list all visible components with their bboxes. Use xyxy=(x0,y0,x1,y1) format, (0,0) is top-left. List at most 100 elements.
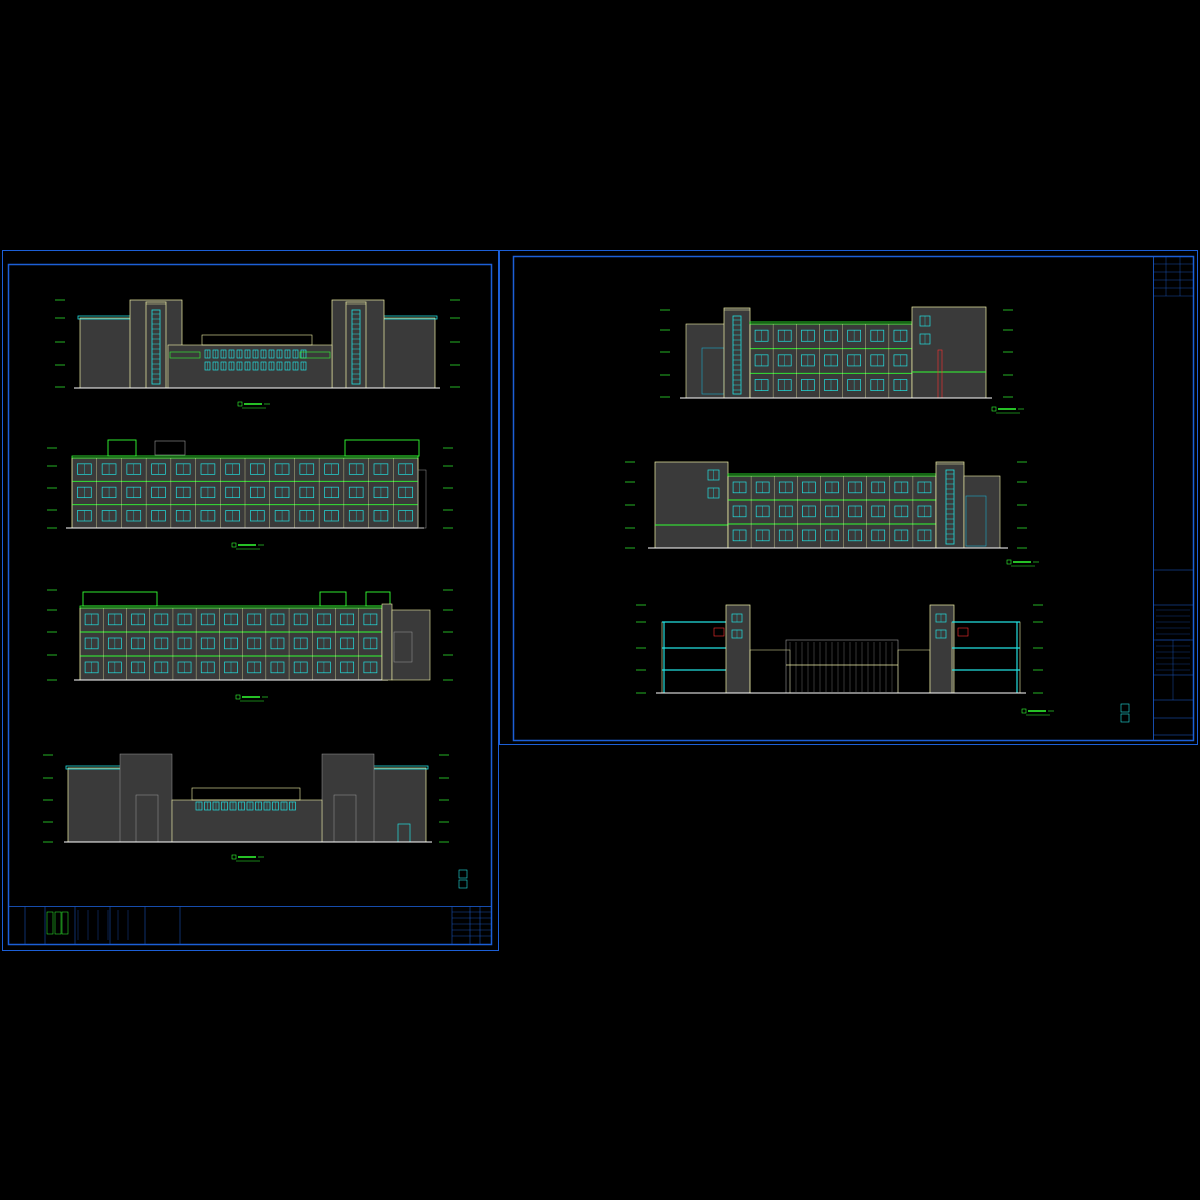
title-block-stamp xyxy=(61,911,69,935)
elevation-1-level-marks-left xyxy=(55,299,65,388)
end-block-window-1 xyxy=(707,469,720,481)
elevation-1-title xyxy=(237,401,270,409)
end-tower xyxy=(381,603,393,681)
red-beam xyxy=(957,627,969,637)
central-hall-windows xyxy=(195,801,296,811)
elevation-6 xyxy=(625,461,1039,567)
elevation-4-level-marks-left xyxy=(43,754,53,843)
left-wing xyxy=(685,323,727,399)
left-link-band xyxy=(169,351,201,359)
end-block xyxy=(654,461,729,549)
end-bay xyxy=(417,469,427,529)
right-tower-windows xyxy=(935,613,947,639)
elevation-6-level-marks-right xyxy=(1017,461,1027,549)
sheet-1 xyxy=(2,250,499,951)
section-1-level-marks-right xyxy=(1033,604,1043,694)
central-hall-windows xyxy=(204,349,307,371)
sheet-2-outer-frame xyxy=(499,250,1198,745)
tower-glazing xyxy=(151,309,161,385)
title-block-strip xyxy=(1153,256,1194,741)
title-stamp-icon xyxy=(1120,713,1130,723)
title-mark-circle xyxy=(235,694,241,700)
section-1-level-marks-left xyxy=(636,604,646,694)
elevation-5 xyxy=(660,306,1024,414)
title-mark-circle xyxy=(1006,559,1012,565)
right-block xyxy=(321,753,375,843)
tower-body xyxy=(145,301,167,389)
right-link-band xyxy=(299,351,331,359)
title-block-frame xyxy=(8,906,492,945)
title-mark-circle xyxy=(231,854,237,860)
right-stair-tower xyxy=(345,301,367,389)
title-mark-circle xyxy=(231,542,237,548)
central-hall-roof xyxy=(201,334,313,346)
title-stamp-icon xyxy=(458,879,468,889)
central-hall-roof xyxy=(191,787,301,801)
elevation-2-title xyxy=(231,542,264,550)
right-wing xyxy=(963,475,1001,549)
right-wing-glazing xyxy=(965,495,987,547)
sheet-1-drawings xyxy=(43,299,468,889)
title-block-stamp xyxy=(46,911,54,935)
title-mark-circle xyxy=(1021,708,1027,714)
end-block-window-2 xyxy=(919,333,931,345)
roof-pavilion-mid xyxy=(154,440,186,456)
elevation-6-title xyxy=(1006,559,1039,567)
elevation-1-level-marks-right xyxy=(450,299,460,388)
elevation-3-facade xyxy=(74,605,388,681)
left-block xyxy=(119,753,173,843)
elevation-2-level-marks-right xyxy=(443,447,453,529)
elevation-5-level-marks-left xyxy=(660,309,670,398)
end-block xyxy=(911,306,987,399)
north-arrow-icon xyxy=(458,869,468,879)
elevation-3-level-marks-right xyxy=(443,589,453,681)
end-block-window-1 xyxy=(919,315,931,327)
sheet-2-drawings xyxy=(625,306,1130,723)
section-1 xyxy=(636,604,1054,716)
stair-tower xyxy=(723,307,751,399)
end-wing xyxy=(391,609,431,681)
elevation-2-facade xyxy=(66,455,424,529)
left-stair-tower xyxy=(145,301,167,389)
elevation-6-level-marks-left xyxy=(625,461,635,549)
elevation-4-title xyxy=(231,854,264,862)
sheet-1-legend xyxy=(458,869,468,889)
sheet-1-title-block xyxy=(8,906,492,945)
left-wing xyxy=(79,317,133,389)
elevation-2-level-marks-left xyxy=(47,447,57,529)
elevation-4-level-marks-right xyxy=(439,754,449,843)
end-block-window-2 xyxy=(707,487,720,499)
tower-body xyxy=(345,301,367,389)
elevation-5-facade xyxy=(744,321,918,399)
right-tower xyxy=(929,604,955,694)
tower-glazing xyxy=(351,309,361,385)
elevation-5-level-marks-right xyxy=(1003,309,1013,398)
sheet-2-title-block xyxy=(1153,256,1194,741)
left-tower xyxy=(725,604,751,694)
end-wing-grille xyxy=(393,631,413,663)
tower-body xyxy=(723,307,751,399)
sheet-2 xyxy=(499,250,1198,745)
sheet-2-legend xyxy=(1120,703,1130,723)
elevation-6-facade xyxy=(722,473,942,549)
right-wing xyxy=(382,317,436,389)
sheet-1-outer-frame xyxy=(2,250,499,951)
elevation-3 xyxy=(47,589,453,702)
stair-tower xyxy=(935,461,965,549)
section-1-title xyxy=(1021,708,1054,716)
left-tower-windows xyxy=(731,613,743,639)
elevation-1 xyxy=(55,299,460,409)
tower-glazing xyxy=(945,469,955,545)
red-beam xyxy=(713,627,725,637)
title-block-stamp xyxy=(54,911,62,935)
elevation-2 xyxy=(47,439,453,550)
title-mark-circle xyxy=(991,406,997,412)
elevation-5-title xyxy=(991,406,1024,414)
title-mark-circle xyxy=(237,401,243,407)
elevation-4 xyxy=(43,753,449,862)
tower-body xyxy=(935,461,965,549)
north-arrow-icon xyxy=(1120,703,1130,713)
elevation-3-title xyxy=(235,694,268,702)
elevation-3-level-marks-left xyxy=(47,589,57,681)
